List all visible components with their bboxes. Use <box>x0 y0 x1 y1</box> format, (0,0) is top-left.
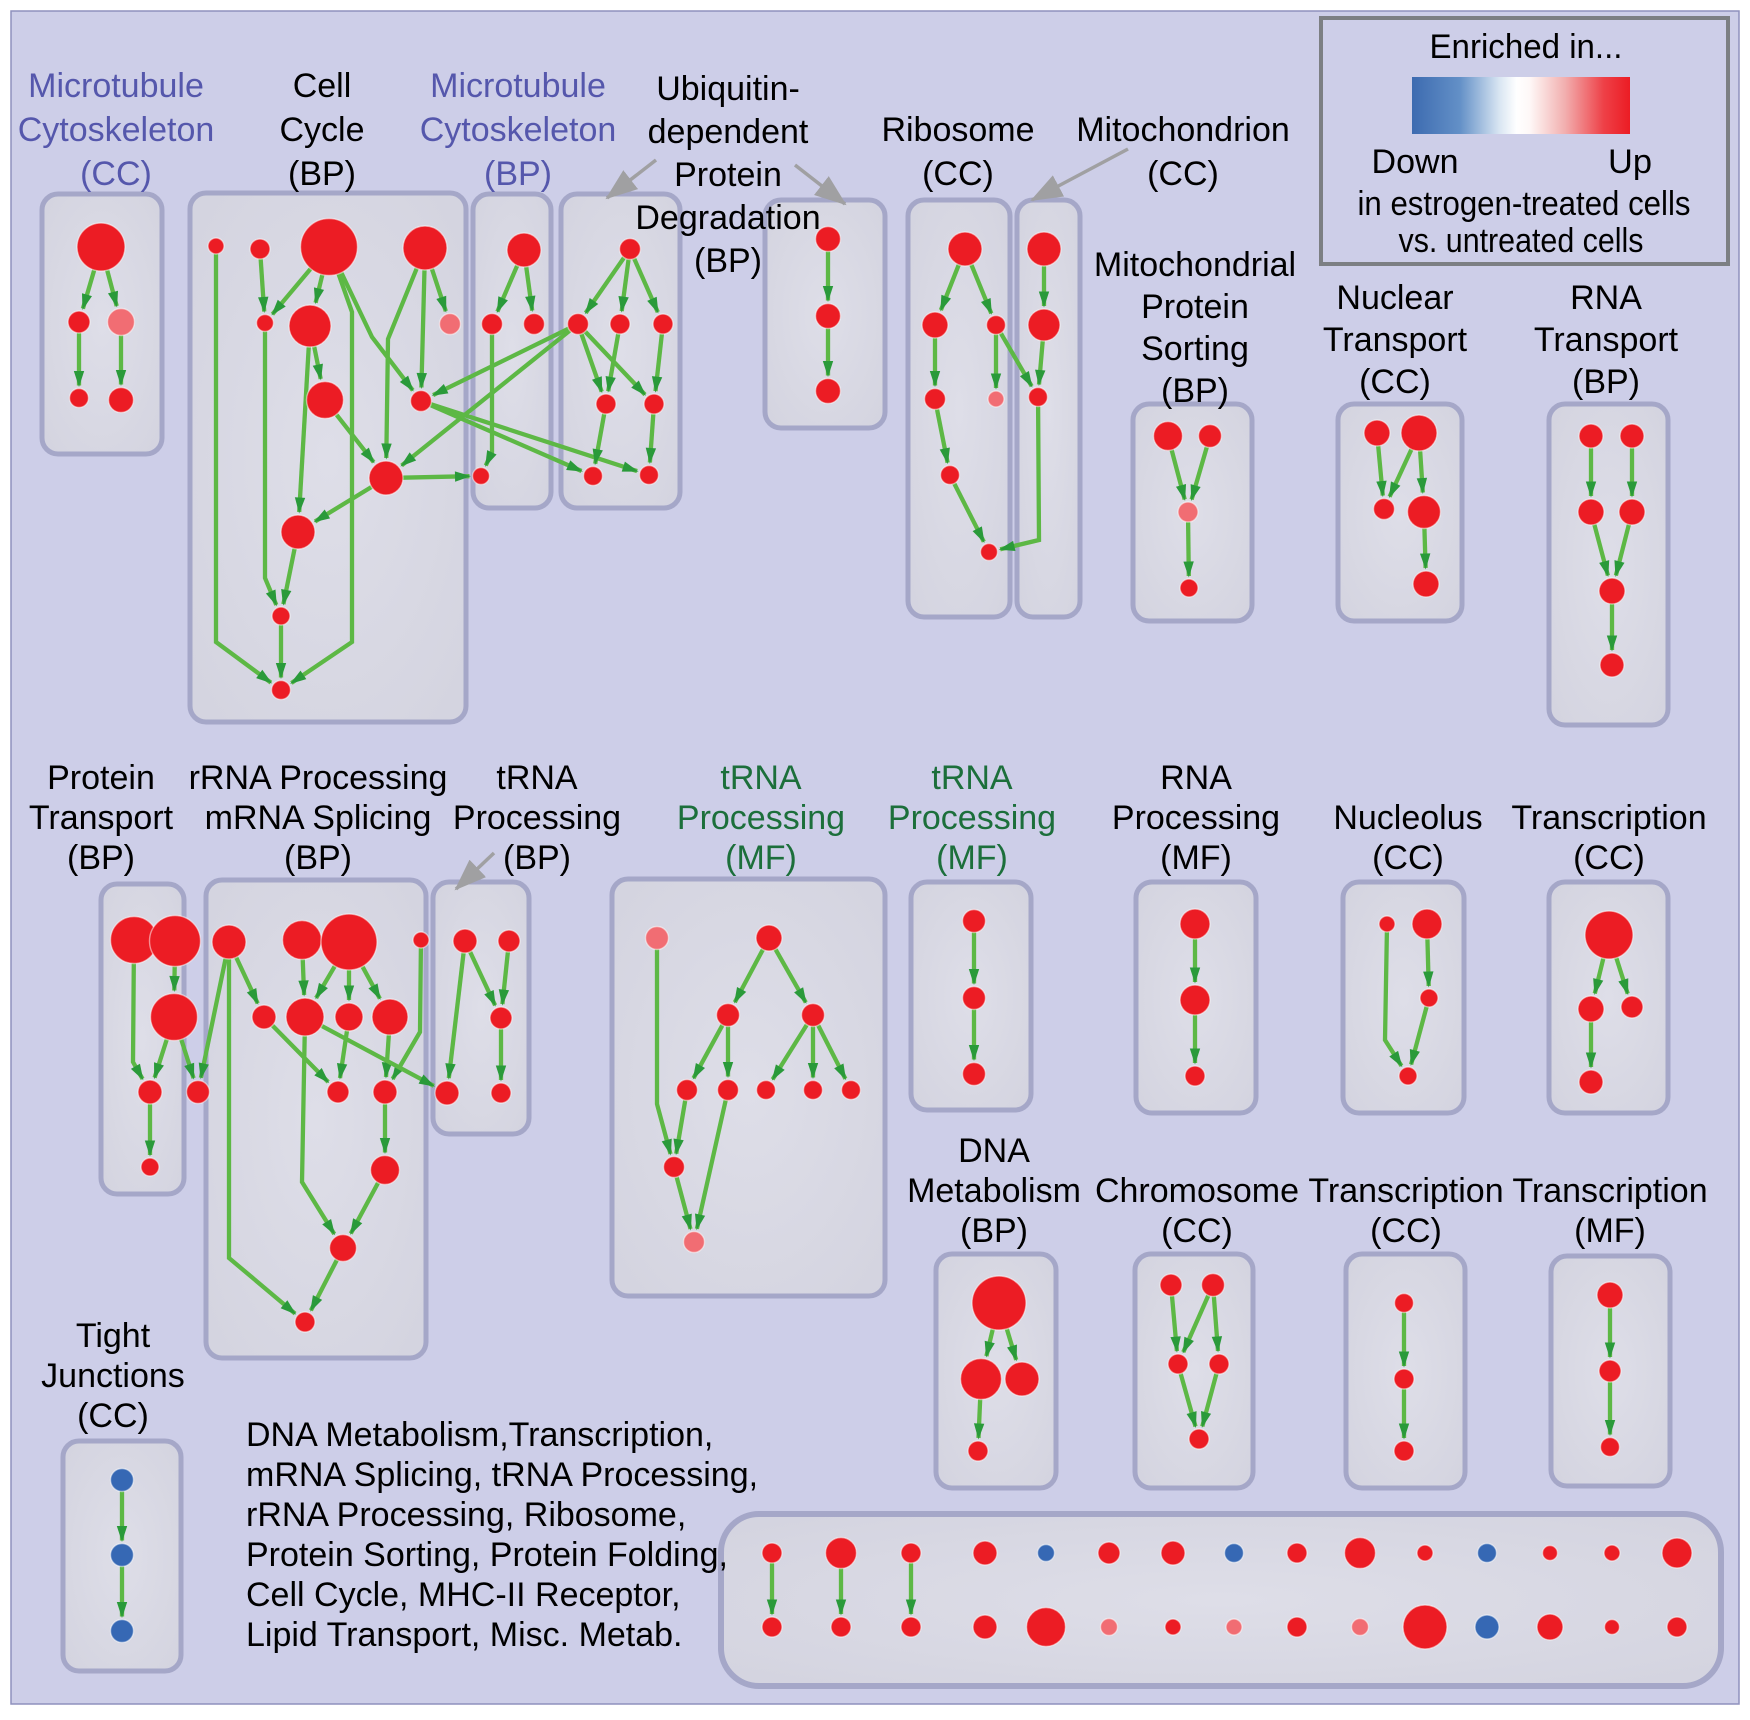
svg-text:(CC): (CC) <box>1359 363 1431 401</box>
svg-text:mRNA Splicing, tRNA Processing: mRNA Splicing, tRNA Processing, <box>246 1456 758 1494</box>
svg-text:DNA Metabolism,Transcription,: DNA Metabolism,Transcription, <box>246 1416 713 1454</box>
svg-text:(BP): (BP) <box>288 155 356 193</box>
svg-text:(BP): (BP) <box>960 1212 1028 1250</box>
svg-text:Metabolism: Metabolism <box>907 1172 1081 1210</box>
svg-text:(BP): (BP) <box>503 839 571 877</box>
svg-text:(BP): (BP) <box>694 242 762 280</box>
svg-text:Cytoskeleton: Cytoskeleton <box>420 111 617 149</box>
svg-text:Degradation: Degradation <box>635 199 820 237</box>
svg-text:tRNA: tRNA <box>931 759 1013 797</box>
svg-text:(MF): (MF) <box>1574 1212 1646 1250</box>
svg-text:Cytoskeleton: Cytoskeleton <box>18 111 215 149</box>
svg-text:(CC): (CC) <box>1573 839 1645 877</box>
svg-text:Microtubule: Microtubule <box>28 67 204 105</box>
svg-text:RNA: RNA <box>1160 759 1232 797</box>
svg-text:(BP): (BP) <box>484 155 552 193</box>
svg-text:tRNA: tRNA <box>496 759 578 797</box>
svg-text:(CC): (CC) <box>922 155 994 193</box>
svg-text:Transcription: Transcription <box>1512 1172 1707 1210</box>
svg-text:Ubiquitin-: Ubiquitin- <box>656 70 800 108</box>
svg-text:Transport: Transport <box>29 799 174 837</box>
svg-text:(BP): (BP) <box>284 839 352 877</box>
svg-text:(CC): (CC) <box>80 155 152 193</box>
svg-text:Processing: Processing <box>1112 799 1280 837</box>
svg-text:Up: Up <box>1608 143 1652 181</box>
svg-text:Down: Down <box>1372 143 1459 181</box>
svg-text:Protein: Protein <box>47 759 155 797</box>
svg-text:mRNA Splicing: mRNA Splicing <box>205 799 432 837</box>
svg-text:Sorting: Sorting <box>1141 330 1249 368</box>
svg-text:DNA: DNA <box>958 1132 1030 1170</box>
svg-text:(MF): (MF) <box>936 839 1008 877</box>
svg-text:Cycle: Cycle <box>279 111 364 149</box>
svg-text:(BP): (BP) <box>67 839 135 877</box>
svg-text:(BP): (BP) <box>1572 363 1640 401</box>
svg-text:Processing: Processing <box>677 799 845 837</box>
svg-text:Protein Sorting, Protein Foldi: Protein Sorting, Protein Folding, <box>246 1536 728 1574</box>
svg-text:(MF): (MF) <box>1160 839 1232 877</box>
svg-text:Mitochondrial: Mitochondrial <box>1094 246 1296 284</box>
svg-text:rRNA Processing: rRNA Processing <box>189 759 448 797</box>
svg-text:Transcription: Transcription <box>1308 1172 1503 1210</box>
svg-text:Processing: Processing <box>453 799 621 837</box>
svg-text:Cell Cycle, MHC-II Receptor,: Cell Cycle, MHC-II Receptor, <box>246 1576 681 1614</box>
svg-text:Processing: Processing <box>888 799 1056 837</box>
svg-text:(BP): (BP) <box>1161 372 1229 410</box>
svg-text:rRNA Processing, Ribosome,: rRNA Processing, Ribosome, <box>246 1496 686 1534</box>
svg-text:Transport: Transport <box>1534 321 1679 359</box>
svg-text:dependent: dependent <box>648 113 809 151</box>
svg-text:vs. untreated cells: vs. untreated cells <box>1399 222 1644 260</box>
svg-text:Protein: Protein <box>1141 288 1249 326</box>
svg-text:Junctions: Junctions <box>41 1357 185 1395</box>
svg-text:Transport: Transport <box>1323 321 1468 359</box>
svg-text:in estrogen-treated cells: in estrogen-treated cells <box>1358 185 1691 223</box>
svg-text:Nuclear: Nuclear <box>1336 279 1453 317</box>
svg-text:(MF): (MF) <box>725 839 797 877</box>
svg-text:Transcription: Transcription <box>1511 799 1706 837</box>
svg-text:Lipid Transport, Misc. Metab.: Lipid Transport, Misc. Metab. <box>246 1616 683 1654</box>
svg-text:Microtubule: Microtubule <box>430 67 606 105</box>
svg-text:Ribosome: Ribosome <box>881 111 1034 149</box>
svg-text:Cell: Cell <box>293 67 352 105</box>
svg-text:(CC): (CC) <box>1147 155 1219 193</box>
svg-text:tRNA: tRNA <box>720 759 802 797</box>
svg-text:(CC): (CC) <box>1161 1212 1233 1250</box>
svg-text:Enriched in...: Enriched in... <box>1430 28 1623 66</box>
svg-text:(CC): (CC) <box>77 1397 149 1435</box>
svg-text:(CC): (CC) <box>1372 839 1444 877</box>
svg-text:(CC): (CC) <box>1370 1212 1442 1250</box>
svg-text:Chromosome: Chromosome <box>1095 1172 1299 1210</box>
svg-text:Protein: Protein <box>674 156 782 194</box>
svg-text:Mitochondrion: Mitochondrion <box>1076 111 1290 149</box>
svg-text:Tight: Tight <box>76 1317 151 1355</box>
svg-text:RNA: RNA <box>1570 279 1642 317</box>
svg-text:Nucleolus: Nucleolus <box>1333 799 1482 837</box>
